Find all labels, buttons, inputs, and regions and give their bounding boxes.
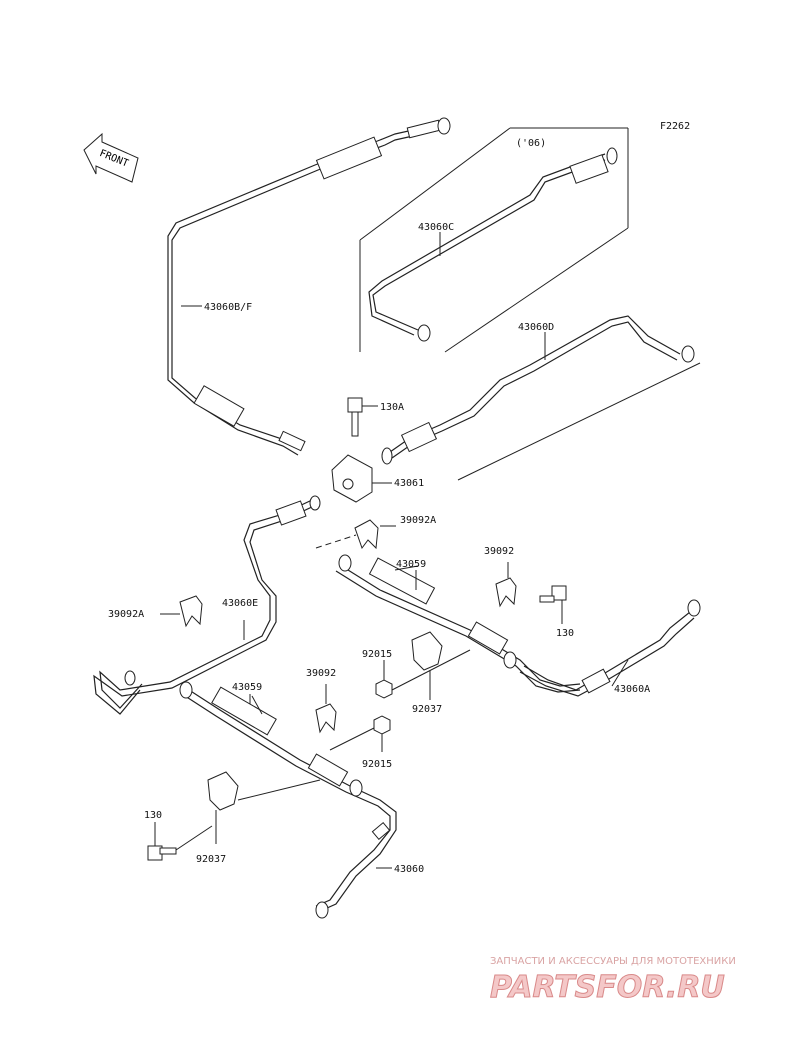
label-130-right: 130: [556, 628, 574, 639]
watermark-brand: PARTSFOR.RU: [490, 970, 725, 1005]
clamp-39092-mid: [315, 684, 337, 734]
label-43060d: 43060D: [518, 322, 554, 333]
watermark-tagline: ЗАПЧАСТИ И АКСЕССУАРЫ ДЛЯ МОТОТЕХНИКИ: [490, 956, 736, 967]
label-43060bf: 43060B/F: [204, 302, 252, 313]
label-43059-left: 43059: [232, 682, 262, 693]
nut-92015-top: [375, 649, 471, 699]
label-43060: 43060: [394, 864, 424, 875]
clip-92037-bottom: [207, 771, 321, 844]
label-92015-bottom: 92015: [362, 759, 392, 770]
label-43060c: 43060C: [418, 222, 454, 233]
label-43060e: 43060E: [222, 598, 258, 609]
hose-43060a: [519, 599, 701, 697]
hose-43060e: [93, 495, 321, 715]
label-39092a-top: 39092A: [400, 515, 436, 526]
bolt-130a: [347, 397, 378, 437]
label-130-left: 130: [144, 810, 162, 821]
watermark: ЗАПЧАСТИ И АКСЕССУАРЫ ДЛЯ МОТОТЕХНИКИ PA…: [490, 956, 736, 1006]
bolt-130-right: [539, 585, 567, 624]
label-92037-mid: 92037: [412, 704, 442, 715]
hose-43060c: [368, 147, 618, 342]
label-92037-bottom: 92037: [196, 854, 226, 865]
label-43059-right: 43059: [396, 559, 426, 570]
figure-code: F2262: [660, 121, 690, 132]
label-92015-top: 92015: [362, 649, 392, 660]
label-43061: 43061: [394, 478, 424, 489]
year-note: ('06): [516, 138, 546, 149]
clamp-39092-right: [495, 562, 517, 608]
hose-43060bf: [167, 117, 451, 456]
nut-92015-bottom: [329, 715, 391, 752]
hose-43059-left: [179, 681, 397, 919]
clamp-39092a-top: [354, 519, 396, 550]
label-39092a-left: 39092A: [108, 609, 144, 620]
joint-43061: [331, 454, 392, 503]
clamp-39092a-left: [160, 595, 203, 628]
label-39092-mid: 39092: [306, 668, 336, 679]
bolt-130-left: [147, 822, 213, 861]
hose-43060d: [381, 315, 695, 465]
label-39092-right: 39092: [484, 546, 514, 557]
front-arrow-icon: FRONT: [83, 132, 139, 183]
variant-box-06: [359, 127, 629, 353]
clip-92037-mid: [411, 631, 443, 700]
hose-43059-right: [335, 554, 581, 693]
label-130a: 130A: [380, 402, 404, 413]
label-43060a: 43060A: [614, 684, 650, 695]
leader-lines: [181, 232, 546, 869]
